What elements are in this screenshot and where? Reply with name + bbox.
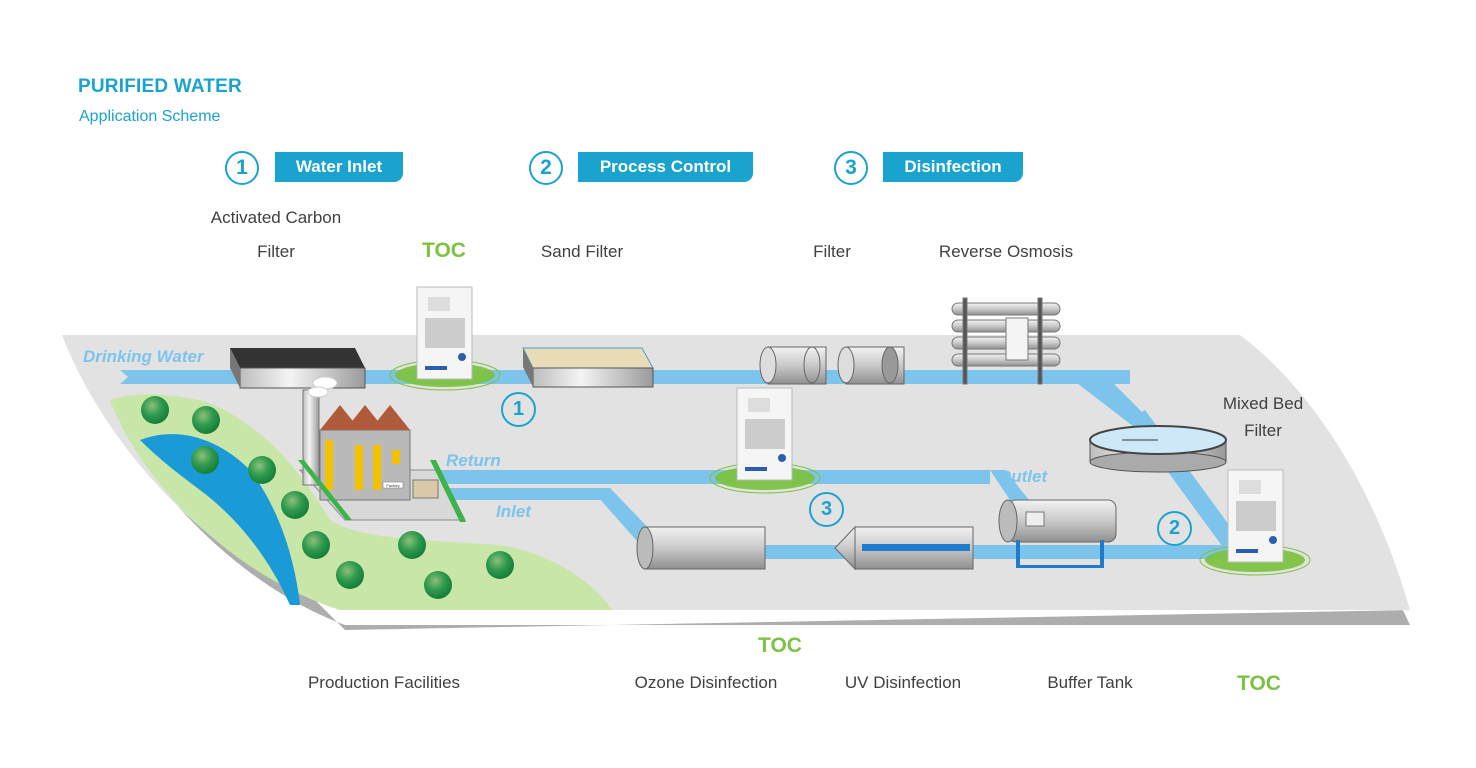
step-2-label: Process Control <box>578 152 753 182</box>
buffer-tank <box>998 499 1117 568</box>
flow-label-return: Return <box>446 451 501 470</box>
factory-building: Factory <box>298 376 466 522</box>
label-uv-disinfection: UV Disinfection <box>844 673 962 692</box>
toc-label-bottom-right: TOC <box>1237 672 1281 695</box>
step-1-number: 1 <box>225 151 259 185</box>
activated-carbon-filter <box>230 348 366 389</box>
mixed-bed-filter <box>1089 425 1227 473</box>
label-production-facilities: Production Facilities <box>307 673 461 692</box>
uv-unit <box>834 525 974 571</box>
step-3-number: 3 <box>834 151 868 185</box>
toc-label-top: TOC <box>422 239 466 262</box>
step-3-label: Disinfection <box>883 152 1023 182</box>
label-activated-carbon-filter: Filter <box>257 242 295 261</box>
sand-filter <box>522 347 654 388</box>
label-ozone-disinfection: Ozone Disinfection <box>634 673 778 692</box>
reverse-osmosis-unit <box>951 297 1061 385</box>
label-reverse-osmosis: Reverse Osmosis <box>938 242 1074 261</box>
green-bank <box>110 394 612 610</box>
step-1-label: Water Inlet <box>275 152 403 182</box>
toc-analyzer-1 <box>389 286 501 391</box>
page-subtitle: Application Scheme <box>79 108 221 125</box>
toc-analyzer-2 <box>709 387 821 494</box>
scene-marker-2: 2 <box>1157 511 1192 546</box>
ozone-tank <box>636 526 766 570</box>
factory-sign: Factory <box>386 483 399 488</box>
flow-label-drinking-water: Drinking Water <box>83 347 204 366</box>
trees <box>141 396 514 599</box>
river <box>140 434 300 605</box>
flow-label-outlet: Outlet <box>998 467 1048 486</box>
label-sand-filter: Sand Filter <box>540 242 624 261</box>
flow-label-inlet: Inlet <box>496 502 531 521</box>
toc-analyzer-3 <box>1199 469 1311 576</box>
label-mixed-bed-filter: Filter <box>1244 421 1282 440</box>
cartridge-filters <box>759 346 905 385</box>
toc-label-bottom-middle: TOC <box>758 634 802 657</box>
label-filter: Filter <box>813 242 851 261</box>
label-buffer-tank: Buffer Tank <box>1047 673 1133 692</box>
scene-marker-1: 1 <box>501 392 536 427</box>
label-mixed-bed: Mixed Bed <box>1222 394 1304 413</box>
label-activated-carbon: Activated Carbon <box>210 208 342 227</box>
step-2-number: 2 <box>529 151 563 185</box>
scene-marker-3: 3 <box>809 492 844 527</box>
page-title: PURIFIED WATER <box>78 76 242 97</box>
